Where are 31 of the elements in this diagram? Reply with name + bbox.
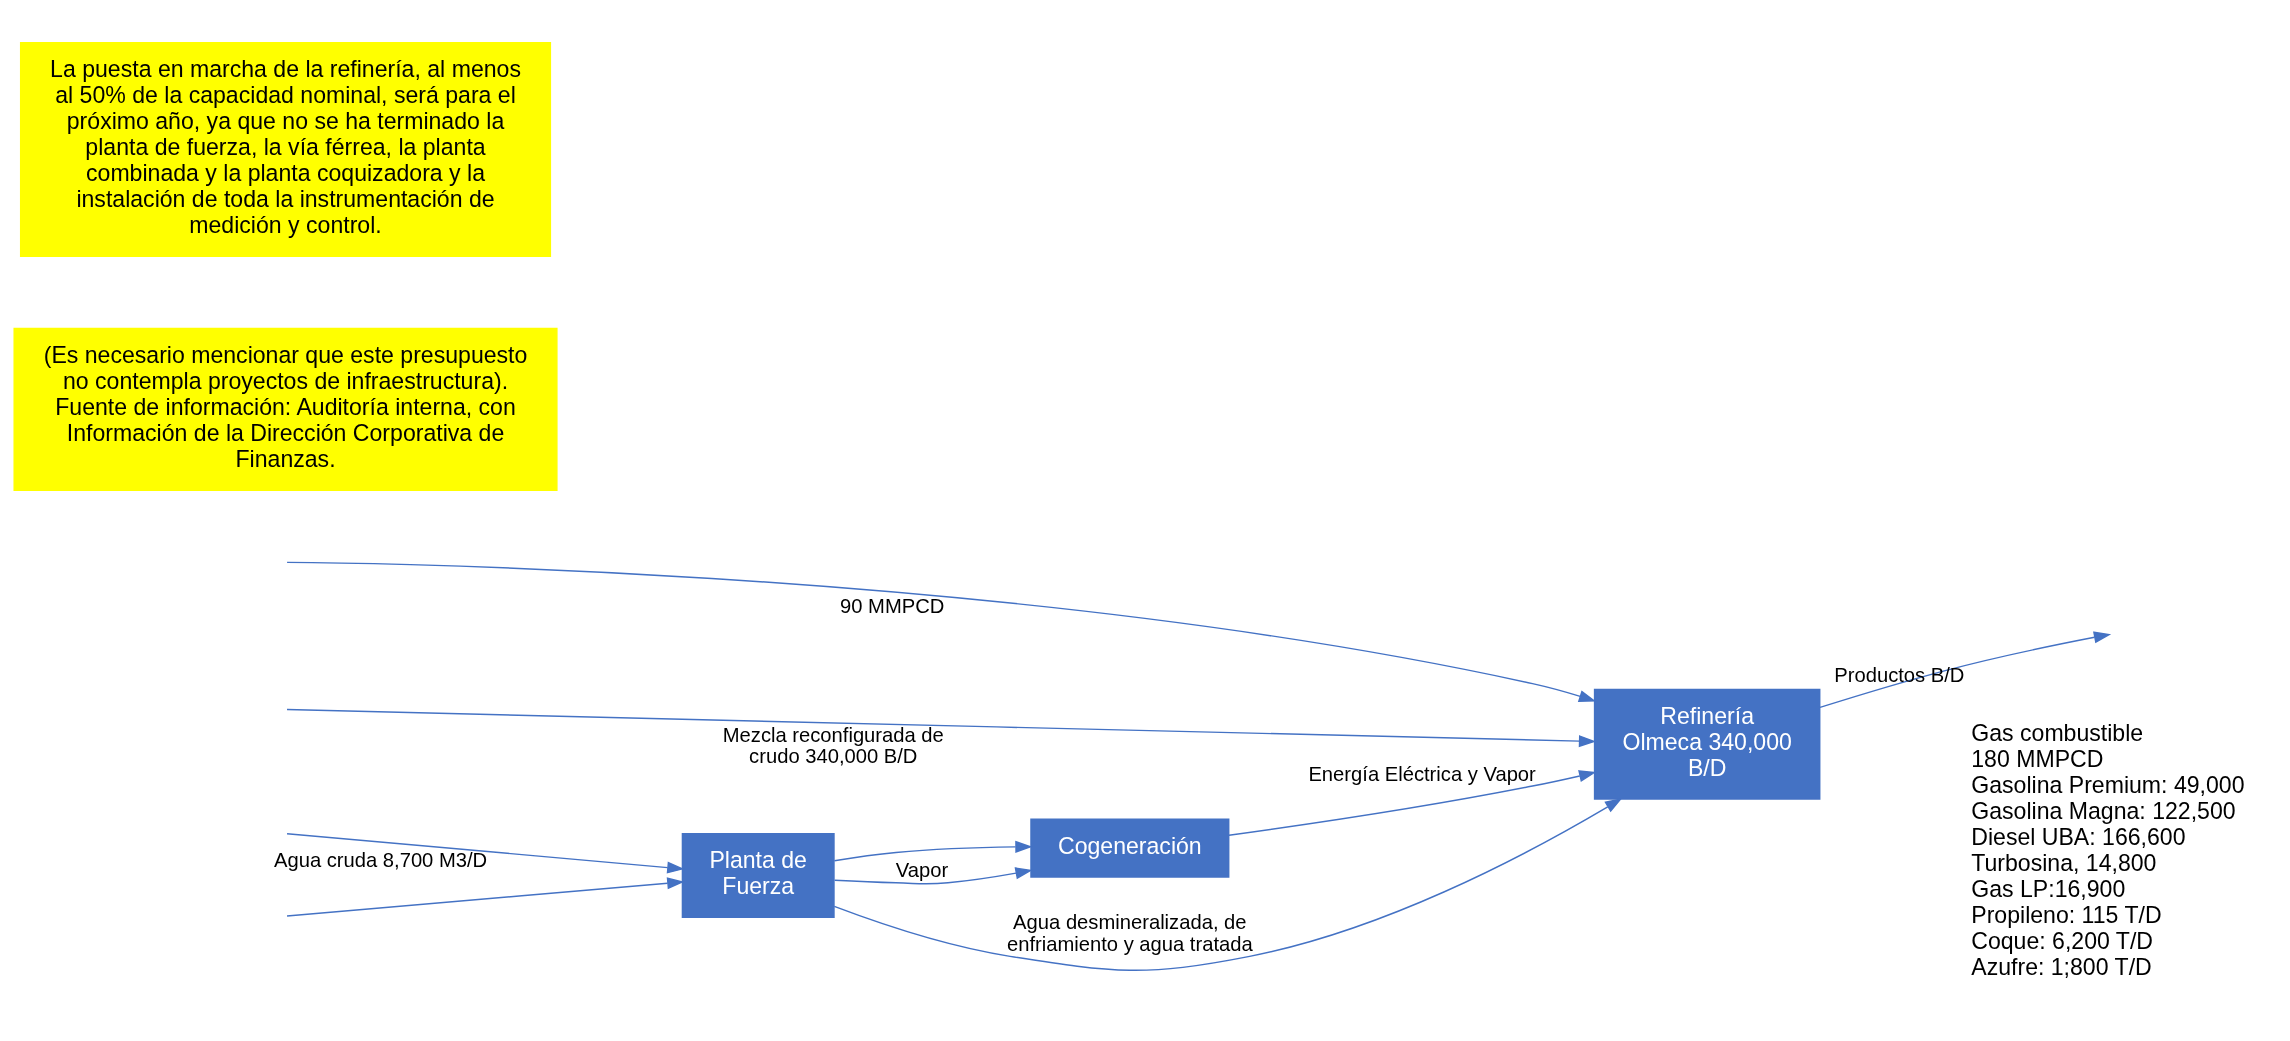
arrow [833,840,1033,862]
edge-label: Energía Eléctrica y Vapor [1308,762,1536,785]
node-box: La puesta en marcha de la refinería, al menos al 50% de la capacidad nominal, será para el próximo año, ya que no se ha terminado la planta de fuerza, la vía férrea, la planta combinada y la planta coquizadora y la instalación de toda la instrumentación de medición y control. [19,42,552,258]
arrow [1819,631,2112,709]
label: Coque: 6,200 T/D [1971,927,2154,954]
label: Gas LP:16,900 [1971,875,2126,902]
label: Azufre: 1;800 T/D [1971,953,2152,980]
label: Gas combustible [1971,720,2144,747]
node-box: Refinería Olmeca 340,000 B/D [1593,688,1821,800]
label: 180 MMPCD [1971,746,2104,773]
edge-label: Mezcla reconfigurada de crudo 340,000 B/D [722,723,944,768]
arrow [286,833,685,874]
arrow [1228,770,1597,837]
node-box: Planta de Fuerza [681,832,835,919]
label: Gasolina Magna: 122,500 [1971,797,2236,824]
arrow [286,877,685,917]
arrow [286,561,1597,702]
node-box: (Es necesario mencionar que este presupuesto no contempla proyectos de infraestructura). Fuente de información: Auditoría interna, con Información de la Dirección Corporativa de Finanzas. [13,327,558,491]
node-box: Cogeneración [1030,818,1230,878]
label: Propileno: 115 T/D [1971,901,2162,928]
edge-label: 90 MMPCD [840,594,945,617]
label: Diesel UBA: 166,600 [1971,823,2186,850]
label: Gasolina Premium: 49,000 [1971,771,2245,798]
label: Turbosina, 14,800 [1971,849,2157,876]
edge-label: Vapor [895,859,949,882]
edge-label: Agua cruda 8,700 M3/D [273,849,488,872]
edge-label: Productos B/D [1834,664,1965,687]
arrow [286,708,1597,748]
edge-label: Agua desmineralizada, de enfriamiento y agua tratada [1006,911,1253,955]
arrow [833,798,1623,971]
arrow [833,867,1033,885]
